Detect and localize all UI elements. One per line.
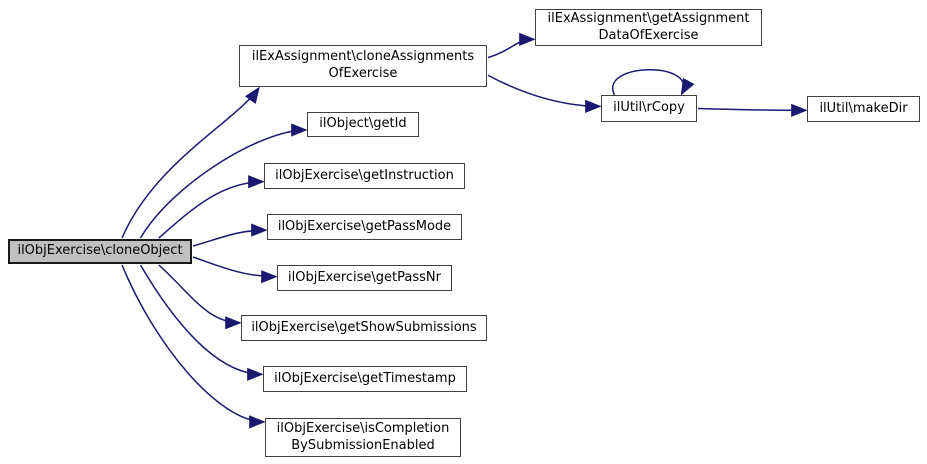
call-edge-clone-object-to-get-pass-mode xyxy=(192,223,268,247)
graph-node-is-completion[interactable]: ilObjExercise\isCompletion BySubmissionE… xyxy=(265,418,461,457)
call-edge-rcopy-to-rcopy xyxy=(611,69,695,96)
call-edge-clone-assignments-to-rcopy xyxy=(487,74,602,113)
graph-node-clone-assignments[interactable]: ilExAssignment\cloneAssignments OfExerci… xyxy=(239,45,487,87)
graph-node-label: ilObjExercise\getShowSubmissions xyxy=(251,319,477,335)
graph-node-label: ilObjExercise\getTimestamp xyxy=(274,370,456,386)
graph-node-makedir[interactable]: ilUtil\makeDir xyxy=(807,96,920,122)
graph-node-get-pass-nr[interactable]: ilObjExercise\getPassNr xyxy=(277,265,452,291)
graph-node-rcopy[interactable]: ilUtil\rCopy xyxy=(601,95,697,122)
graph-node-get-timestamp[interactable]: ilObjExercise\getTimestamp xyxy=(263,366,467,392)
graph-node-get-show-submissions[interactable]: ilObjExercise\getShowSubmissions xyxy=(241,315,487,341)
graph-node-label: ilObjExercise\getInstruction xyxy=(275,167,454,183)
call-edge-clone-assignments-to-get-assignment-data xyxy=(487,32,536,59)
graph-node-label: ilUtil\makeDir xyxy=(819,100,908,116)
call-edge-clone-object-to-get-instruction xyxy=(158,175,265,239)
call-edge-clone-object-to-is-completion xyxy=(121,264,266,429)
call-edge-rcopy-to-makedir xyxy=(697,103,808,117)
graph-node-label: ilObjExercise\isCompletion BySubmissionE… xyxy=(276,420,450,453)
call-edge-clone-object-to-get-pass-nr xyxy=(192,256,278,284)
graph-node-label: ilObject\getId xyxy=(319,116,407,132)
call-edge-clone-object-to-get-show-submissions xyxy=(158,264,242,330)
graph-node-label: ilUtil\rCopy xyxy=(613,100,685,116)
graph-node-label: ilExAssignment\cloneAssignments OfExerci… xyxy=(251,49,475,81)
graph-node-clone-object[interactable]: ilObjExercise\cloneObject xyxy=(8,239,192,264)
graph-node-get-instruction[interactable]: ilObjExercise\getInstruction xyxy=(264,163,465,189)
graph-node-label: ilObjExercise\getPassMode xyxy=(277,218,452,234)
graph-node-get-pass-mode[interactable]: ilObjExercise\getPassMode xyxy=(267,214,462,240)
graph-node-label: ilObjExercise\getPassNr xyxy=(288,269,441,285)
call-edge-clone-object-to-clone-assignments xyxy=(121,86,260,239)
graph-node-label: ilExAssignment\getAssignment DataOfExerc… xyxy=(547,10,750,43)
graph-node-get-id[interactable]: ilObject\getId xyxy=(307,112,419,137)
graph-node-label: ilObjExercise\cloneObject xyxy=(17,243,183,259)
graph-node-get-assignment-data[interactable]: ilExAssignment\getAssignment DataOfExerc… xyxy=(535,9,762,46)
